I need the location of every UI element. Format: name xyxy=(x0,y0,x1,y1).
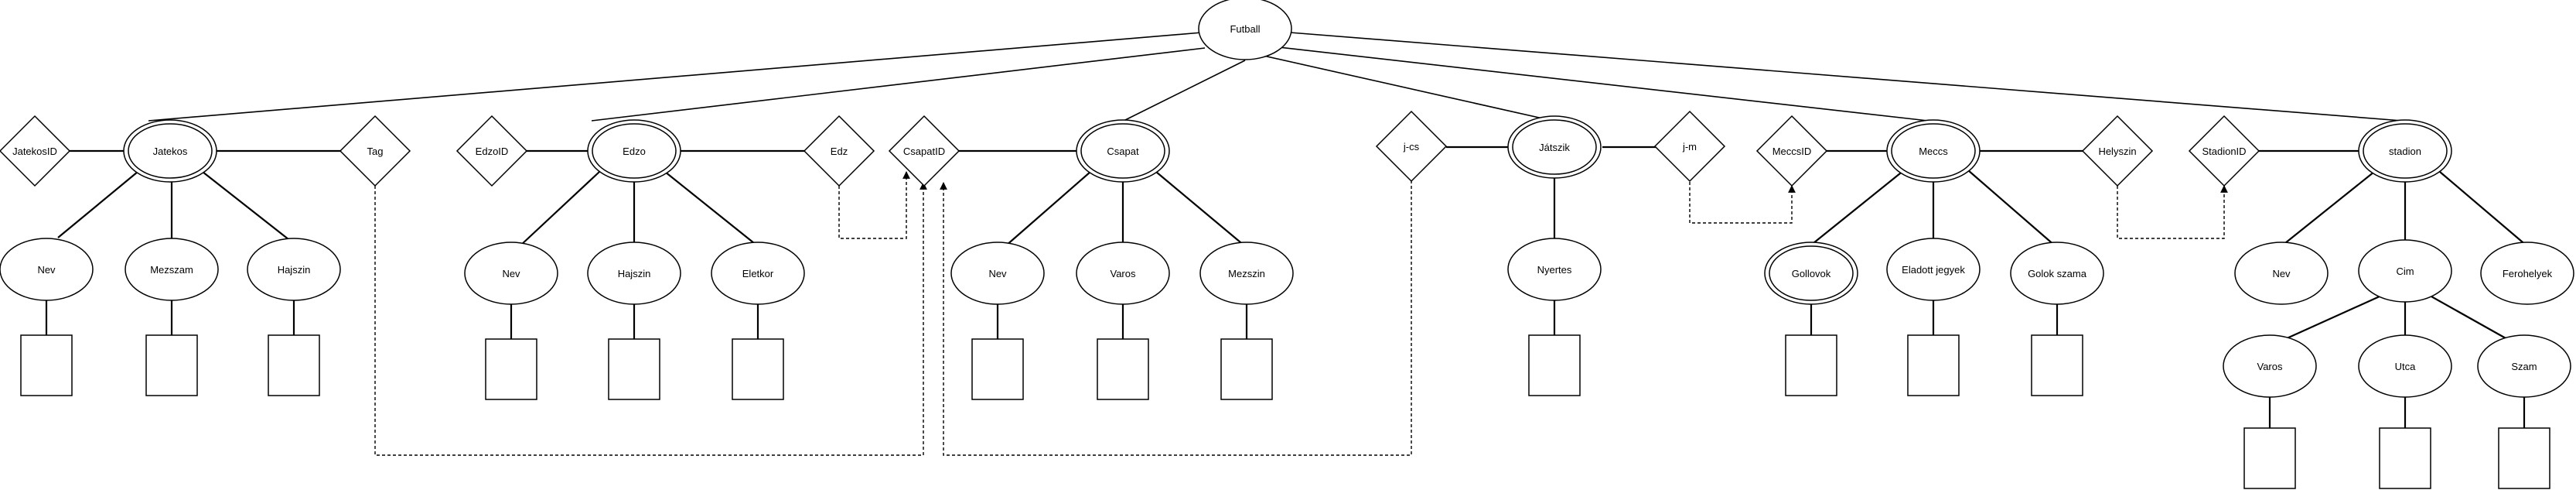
entity-meccs-label: Meccs xyxy=(1919,146,1948,157)
value-box xyxy=(608,338,660,400)
diamond-j-m: j-m xyxy=(1653,110,1726,183)
value-box xyxy=(1220,338,1273,400)
value-box xyxy=(2379,427,2431,489)
value-box xyxy=(485,338,537,400)
root-label: Futball xyxy=(1230,23,1260,35)
root-node: Futball xyxy=(1198,0,1292,60)
attr-csapat-mezszin-label: Mezszin xyxy=(1228,268,1265,279)
attribute-lines xyxy=(57,170,2528,348)
attr-jatekos-nev-label: Nev xyxy=(37,264,56,276)
dashed-arrows xyxy=(374,171,2228,456)
attr-stadion-ferohelyek: Ferohelyek xyxy=(2480,242,2574,305)
entity-stadion: stadion xyxy=(2358,119,2452,183)
diamond-tag: Tag xyxy=(339,115,411,187)
entity-jatekos: Jatekos xyxy=(123,119,217,183)
diamond-edz: Edz xyxy=(803,115,875,187)
value-box xyxy=(2031,334,2083,396)
diamond-csapat-id: CsapatID xyxy=(888,115,960,187)
attr-edzo-nev: Nev xyxy=(464,242,558,305)
value-box xyxy=(20,334,73,396)
value-box xyxy=(1907,334,1960,396)
entity-stadion-label: stadion xyxy=(2389,146,2421,157)
attr-csapat-varos-label: Varos xyxy=(1111,268,1136,279)
box-lines xyxy=(45,300,2526,428)
value-box xyxy=(1528,334,1581,396)
attr-meccs-eladott-jegyek: Eladott jegyek xyxy=(1886,238,1981,301)
value-box xyxy=(145,334,198,396)
value-box xyxy=(732,338,784,400)
attr-csapat-nev: Nev xyxy=(950,242,1045,305)
attr-edzo-hajszin: Hajszin xyxy=(587,242,681,305)
diamond-stadion-id: StadionID xyxy=(2188,115,2260,187)
diamond-jatekos-id-label: JatekosID xyxy=(12,146,57,157)
attr-meccs-golok-szama: Golok szama xyxy=(2010,242,2104,305)
attr-jatekos-mezszam-label: Mezszam xyxy=(150,264,193,276)
entity-meccs: Meccs xyxy=(1886,119,1981,183)
attr-stadion-cim: Cim xyxy=(2358,239,2452,303)
root-edges xyxy=(148,32,2403,122)
attr-jatszik-nyertes-label: Nyertes xyxy=(1537,264,1572,276)
attr-csapat-mezszin: Mezszin xyxy=(1199,242,1294,305)
attr-cim-varos: Varos xyxy=(2223,334,2317,398)
attr-edzo-eletkor-label: Eletkor xyxy=(742,268,774,279)
attr-meccs-gollovok: Gollovok xyxy=(1764,242,1858,305)
value-box xyxy=(971,338,1024,400)
entity-csapat-label: Csapat xyxy=(1107,146,1139,157)
value-box xyxy=(1785,334,1837,396)
attr-edzo-nev-label: Nev xyxy=(502,268,520,279)
value-box xyxy=(268,334,320,396)
diamond-jatekos-id: JatekosID xyxy=(0,115,71,187)
attr-cim-szam-label: Szam xyxy=(2511,361,2537,372)
diamond-helyszin: Helyszin xyxy=(2081,115,2154,187)
diamond-j-cs: j-cs xyxy=(1375,110,1448,183)
value-box xyxy=(2498,427,2550,489)
diamond-edzo-id: EdzoID xyxy=(455,115,528,187)
entity-jatekos-label: Jatekos xyxy=(153,146,188,157)
attr-edzo-hajszin-label: Hajszin xyxy=(618,268,651,279)
attr-cim-szam: Szam xyxy=(2477,334,2571,398)
attr-csapat-varos: Varos xyxy=(1076,242,1170,305)
attr-meccs-eladott-jegyek-label: Eladott jegyek xyxy=(1902,264,1965,276)
value-boxes xyxy=(20,334,2550,489)
relationship-lines xyxy=(70,146,2360,152)
diamond-edz-label: Edz xyxy=(831,146,848,157)
attr-jatekos-mezszam: Mezszam xyxy=(125,238,219,301)
diamond-j-m-label: j-m xyxy=(1682,141,1697,152)
entity-jatszik-label: Játszik xyxy=(1539,142,1570,153)
diamond-edzo-id-label: EdzoID xyxy=(476,146,509,157)
entity-edzo-label: Edzo xyxy=(623,146,646,157)
attr-stadion-nev-label: Nev xyxy=(2272,268,2291,279)
attr-edzo-eletkor: Eletkor xyxy=(711,242,805,305)
value-box xyxy=(1097,338,1149,400)
attr-jatekos-hajszin: Hajszin xyxy=(247,238,341,301)
attr-jatszik-nyertes: Nyertes xyxy=(1507,238,1602,301)
entity-jatszik: Játszik xyxy=(1507,115,1602,179)
attr-jatekos-hajszin-label: Hajszin xyxy=(278,264,311,276)
diamond-stadion-id-label: StadionID xyxy=(2202,146,2246,157)
attr-stadion-cim-label: Cim xyxy=(2396,266,2414,277)
diamond-tag-label: Tag xyxy=(367,146,384,157)
attr-csapat-nev-label: Nev xyxy=(988,268,1007,279)
attr-stadion-ferohelyek-label: Ferohelyek xyxy=(2503,268,2553,279)
attr-jatekos-nev: Nev xyxy=(0,238,94,301)
diamond-meccs-id: MeccsID xyxy=(1755,115,1828,187)
diamond-j-cs-label: j-cs xyxy=(1403,141,1420,152)
diamond-helyszin-label: Helyszin xyxy=(2098,146,2136,157)
attr-cim-utca-label: Utca xyxy=(2395,361,2417,372)
attr-cim-varos-label: Varos xyxy=(2257,361,2283,372)
entity-csapat: Csapat xyxy=(1076,119,1170,183)
attr-stadion-nev: Nev xyxy=(2234,242,2329,305)
entity-edzo: Edzo xyxy=(587,119,681,183)
attr-meccs-golok-szama-label: Golok szama xyxy=(2028,268,2087,279)
diamond-meccs-id-label: MeccsID xyxy=(1772,146,1812,157)
value-box xyxy=(2243,427,2296,489)
attr-meccs-gollovok-label: Gollovok xyxy=(1792,268,1831,279)
diamond-csapat-id-label: CsapatID xyxy=(903,146,945,157)
attr-cim-utca: Utca xyxy=(2358,334,2452,398)
